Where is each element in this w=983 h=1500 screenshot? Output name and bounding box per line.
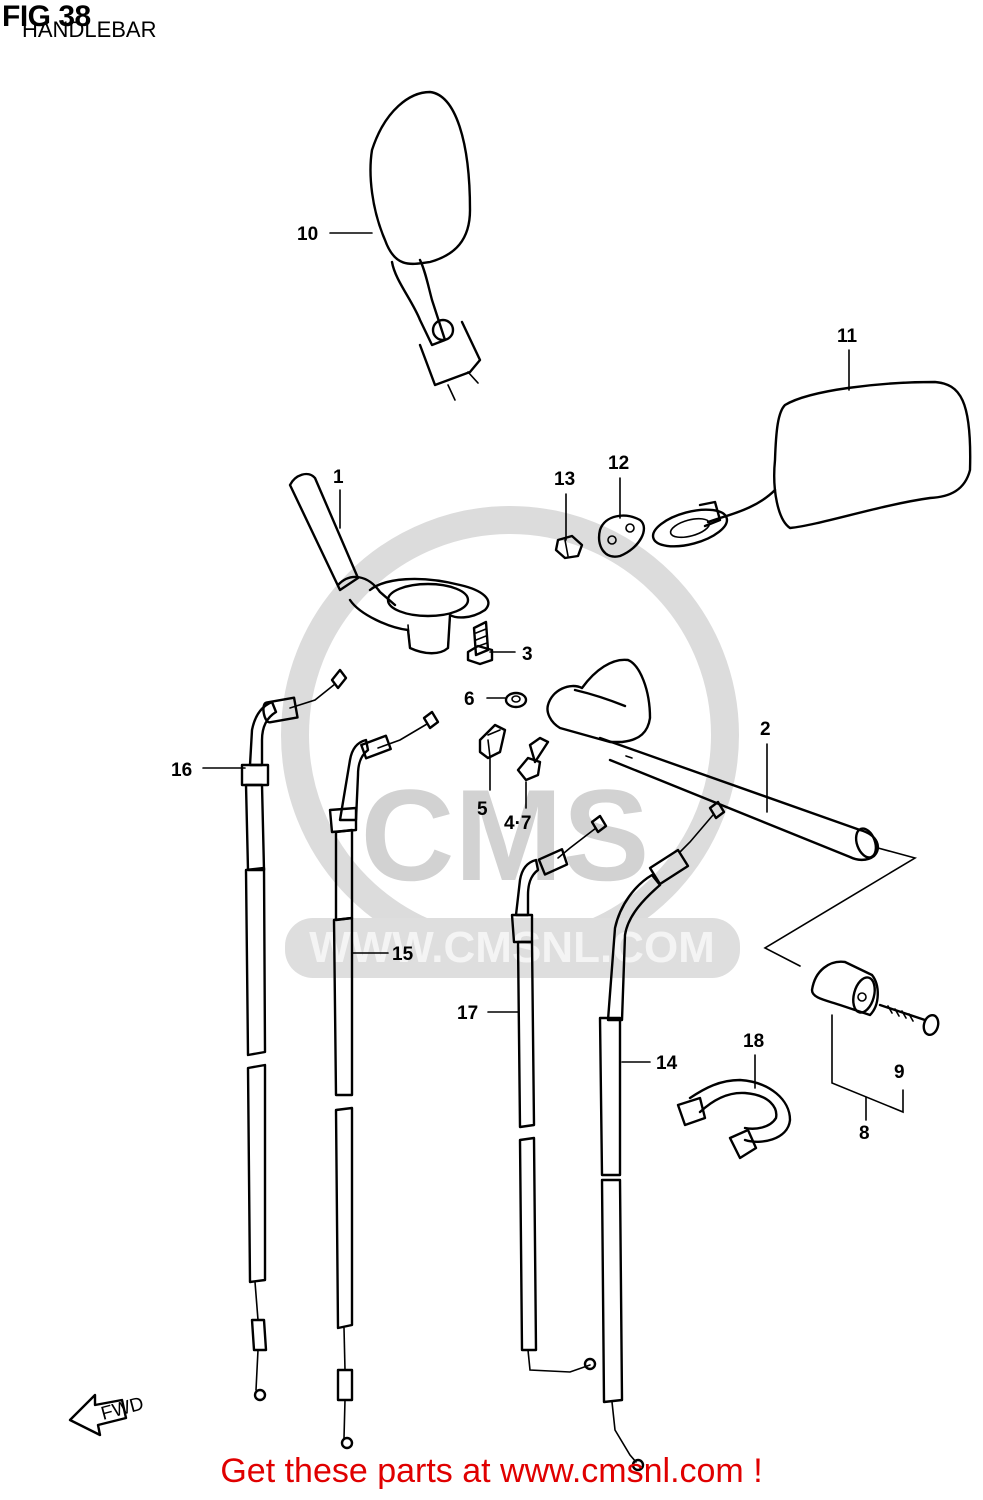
cable-clamp-18 [676, 1078, 792, 1160]
mirror-nut [554, 534, 584, 560]
figure-label: FIG 38 [2, 0, 91, 33]
left-handlebar [288, 472, 490, 655]
mirror-gasket [597, 514, 646, 558]
parts-banner-link[interactable]: Get these parts at www.cmsnl.com ! [220, 1452, 763, 1490]
bolt-4-7 [516, 736, 550, 782]
cable-15 [328, 710, 440, 1450]
group-bracket-8-9 [831, 1014, 904, 1121]
washer-6 [504, 691, 528, 709]
callout-11: 11 [837, 326, 858, 347]
cable-17 [510, 814, 608, 1373]
handlebar-bolt-3 [466, 620, 494, 666]
callout-9: 9 [894, 1062, 905, 1083]
callout-10: 10 [297, 224, 318, 245]
callout-18: 18 [743, 1031, 764, 1052]
callout-14: 14 [656, 1053, 678, 1074]
callout-3: 3 [522, 644, 533, 665]
callout-8: 8 [859, 1123, 870, 1144]
cable-16 [240, 668, 348, 1402]
watermark-logo-text: CMS [361, 762, 650, 908]
callout-17: 17 [457, 1003, 478, 1024]
callout-16: 16 [171, 760, 192, 781]
callout-12: 12 [608, 453, 629, 474]
callout-leaders [202, 232, 850, 1089]
callout-4-7: 4·7 [504, 813, 531, 834]
bar-end-weight-8 [810, 960, 879, 1017]
cable-14 [598, 800, 726, 1472]
bar-end-leader [763, 847, 918, 967]
callout-5: 5 [477, 799, 488, 820]
bar-end-screw-9 [878, 1003, 940, 1037]
callout-numbers: 10 11 1 12 13 3 6 2 16 5 4·7 15 17 18 14… [171, 224, 905, 1144]
callout-15: 15 [392, 944, 414, 965]
callout-2: 2 [760, 719, 771, 740]
figure-subtitle: HANDLEBAR [22, 17, 157, 42]
callout-6: 6 [464, 689, 475, 710]
right-handlebar [546, 658, 880, 862]
nut-5 [478, 723, 507, 760]
callout-13: 13 [554, 469, 575, 490]
right-mirror [651, 380, 972, 548]
left-mirror [369, 90, 482, 401]
callout-1: 1 [333, 467, 344, 488]
forward-arrow-icon: FWD [68, 1393, 146, 1437]
